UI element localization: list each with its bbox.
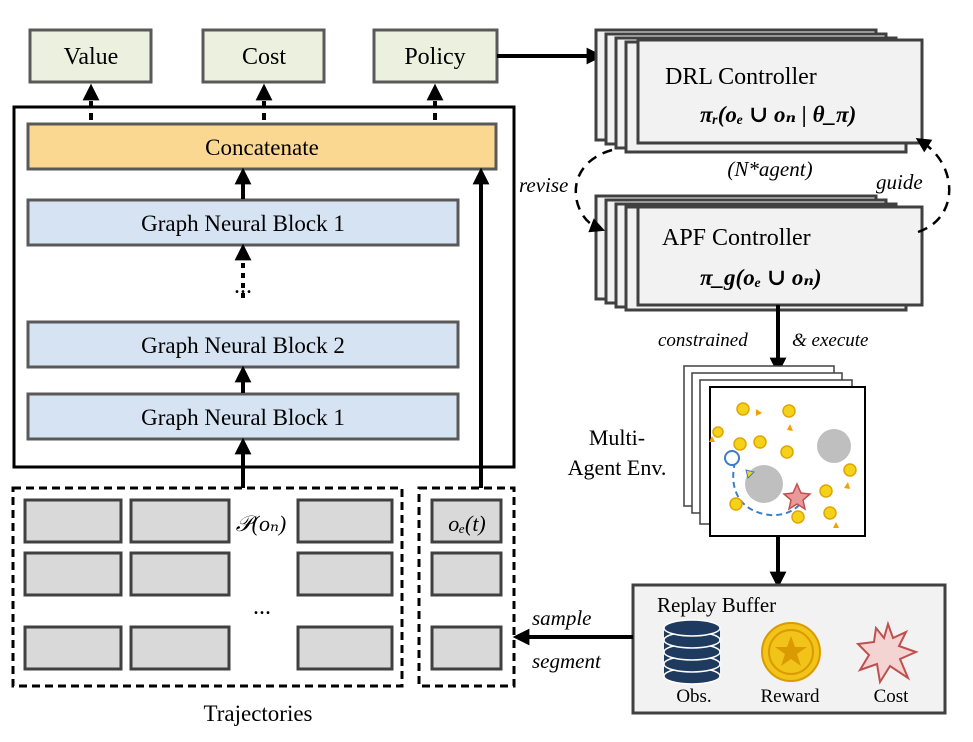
- cost-output: Cost: [201, 28, 326, 84]
- drl-controller: [594, 28, 924, 154]
- policy-label: Policy: [404, 44, 465, 70]
- trajectories-main-group: [11, 486, 404, 688]
- drl-title: DRL Controller: [665, 64, 817, 90]
- env-label-line2: Agent Env.: [568, 455, 667, 480]
- graph-block-mid: Graph Neural Block 2: [26, 320, 460, 369]
- value-output: Value: [28, 28, 153, 84]
- revise-label: revise: [519, 173, 568, 197]
- graph-block-bottom-label: Graph Neural Block 1: [141, 405, 345, 430]
- apf-controller: [594, 194, 924, 312]
- graph-block-top-label: Graph Neural Block 1: [141, 211, 345, 236]
- env-scene: [709, 402, 857, 528]
- revise-guide-loop: [574, 137, 951, 234]
- constrained-label: constrained: [658, 330, 748, 351]
- reward-label: Reward: [760, 686, 820, 707]
- replay-buffer: Replay Buffer Obs. Reward Cost: [631, 583, 947, 715]
- guide-label: guide: [876, 170, 923, 194]
- cost-label: Cost: [242, 44, 286, 70]
- sample-label: sample: [532, 606, 592, 630]
- graph-block-top: Graph Neural Block 1: [26, 198, 460, 247]
- cost-buffer-label: Cost: [874, 686, 910, 707]
- apf-formula: π_g(oₑ ∪ oₙ): [700, 265, 822, 290]
- policy-output: Policy: [372, 28, 499, 84]
- drl-formula: πᵣ(oₑ ∪ oₙ | θ_π): [700, 102, 856, 127]
- network-arrows: [234, 167, 490, 488]
- trajectories-ego-group: [417, 486, 516, 688]
- concatenate-block: Concatenate: [26, 122, 498, 171]
- trajectories-label: Trajectories: [203, 701, 312, 726]
- replay-buffer-title: Replay Buffer: [657, 593, 776, 617]
- database-icon: [663, 619, 721, 685]
- cost-burst-icon: [855, 620, 919, 685]
- neighbor-obs-label: 𝒫(oₙ): [236, 511, 286, 536]
- value-label: Value: [64, 44, 119, 70]
- trajectory-ellipsis: ...: [253, 594, 271, 620]
- obs-label: Obs.: [676, 686, 711, 707]
- env-label-line1: Multi-: [589, 425, 645, 450]
- graph-block-mid-label: Graph Neural Block 2: [141, 333, 345, 358]
- n-agent-label: (N*agent): [727, 157, 812, 181]
- trajectory-cells: [23, 498, 503, 671]
- concatenate-label: Concatenate: [205, 135, 319, 160]
- ego-obs-label: oₑ(t): [448, 511, 486, 536]
- reward-star-icon: [761, 622, 821, 682]
- graph-block-bottom: Graph Neural Block 1: [26, 392, 460, 441]
- execute-label: & execute: [792, 330, 868, 351]
- apf-title: APF Controller: [662, 225, 811, 251]
- segment-label: segment: [532, 649, 602, 673]
- network-frame: [12, 105, 516, 469]
